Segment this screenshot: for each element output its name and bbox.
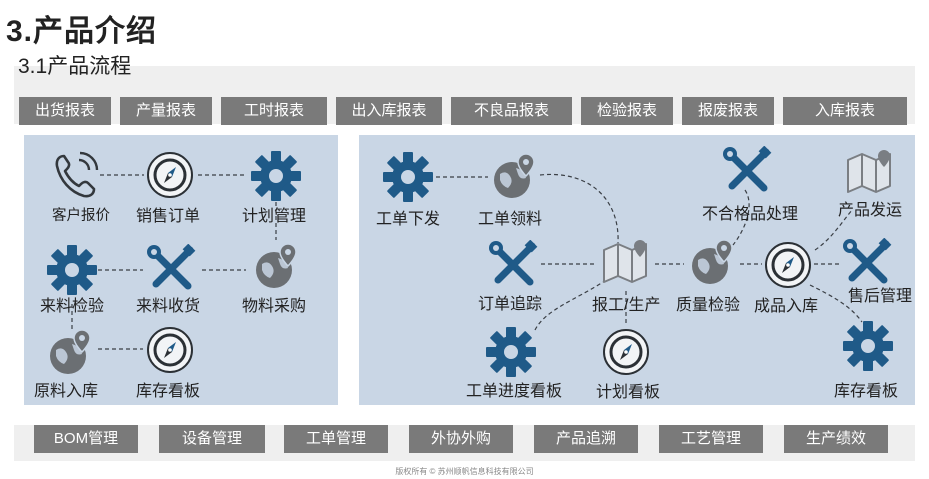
phone-icon [55,151,99,198]
map-icon [847,150,891,193]
report-tag-hours[interactable]: 工时报表 [221,97,327,125]
report-tag-defect[interactable]: 不良品报表 [451,97,572,125]
module-tag-traceability[interactable]: 产品追溯 [534,425,638,453]
node-report-prod-label: 报工/生产 [592,297,661,314]
gear-icon [47,245,97,295]
node-ship-label: 产品发运 [838,202,903,219]
map-icon [603,240,647,283]
module-tag-performance[interactable]: 生产绩效 [784,425,888,453]
report-tag-stockin[interactable]: 入库报表 [783,97,907,125]
node-plan-board-label: 计划看板 [596,384,661,401]
copyright-footer: 版权所有 © 苏州顺帆信息科技有限公司 [395,467,534,476]
node-plan-mgmt-label: 计划管理 [242,208,307,225]
node-qc-label: 质量检验 [676,297,741,314]
compass-icon [147,152,193,198]
node-receiving-label: 来料收货 [136,298,201,315]
node-inventory-board-label: 库存看板 [136,383,201,400]
report-tag-shipping[interactable]: 出货报表 [19,97,111,125]
module-tag-process[interactable]: 工艺管理 [659,425,763,453]
module-tag-equipment[interactable]: 设备管理 [159,425,265,453]
node-wo-issue-label: 工单下发 [376,211,441,228]
globe-pin-icon [692,239,733,284]
report-tag-inout[interactable]: 出入库报表 [336,97,442,125]
report-tag-output[interactable]: 产量报表 [120,97,212,125]
node-order-track-label: 订单追踪 [478,296,543,313]
node-inventory-board-right-label: 库存看板 [834,383,899,400]
compass-icon [765,242,811,288]
module-tag-outsourcing[interactable]: 外协外购 [409,425,513,453]
compass-icon [147,327,193,373]
compass-icon [603,329,649,375]
module-tag-bom[interactable]: BOM管理 [34,425,138,453]
gear-icon [251,151,301,201]
globe-pin-icon [256,243,297,288]
module-tag-work-order[interactable]: 工单管理 [284,425,388,453]
node-purchase-label: 物料采购 [242,298,307,315]
gear-icon [843,321,893,371]
globe-pin-icon [50,329,91,374]
node-fg-stock-in-label: 成品入库 [754,298,819,315]
tools-icon [489,240,538,286]
node-wo-progress-board-label: 工单进度看板 [466,383,563,400]
tools-icon [723,146,772,192]
node-incoming-inspect-label: 来料检验 [40,298,105,315]
node-quote-label: 客户报价 [52,208,110,224]
page-title: 3.产品介绍 [6,15,158,48]
node-raw-stock-in-label: 原料入库 [34,383,99,400]
report-tag-inspection[interactable]: 检验报表 [581,97,673,125]
gear-icon [383,152,433,202]
gear-icon [486,327,536,377]
node-after-sales-label: 售后管理 [848,288,913,305]
node-wo-material-label: 工单领料 [478,211,543,228]
node-nonconform-label: 不合格品处理 [702,206,799,223]
report-tag-scrap[interactable]: 报废报表 [682,97,774,125]
globe-pin-icon [494,153,535,198]
node-sales-order-label: 销售订单 [136,208,201,225]
tools-icon [843,238,892,284]
tools-icon [147,244,196,290]
section-subtitle: 3.1产品流程 [18,55,132,78]
